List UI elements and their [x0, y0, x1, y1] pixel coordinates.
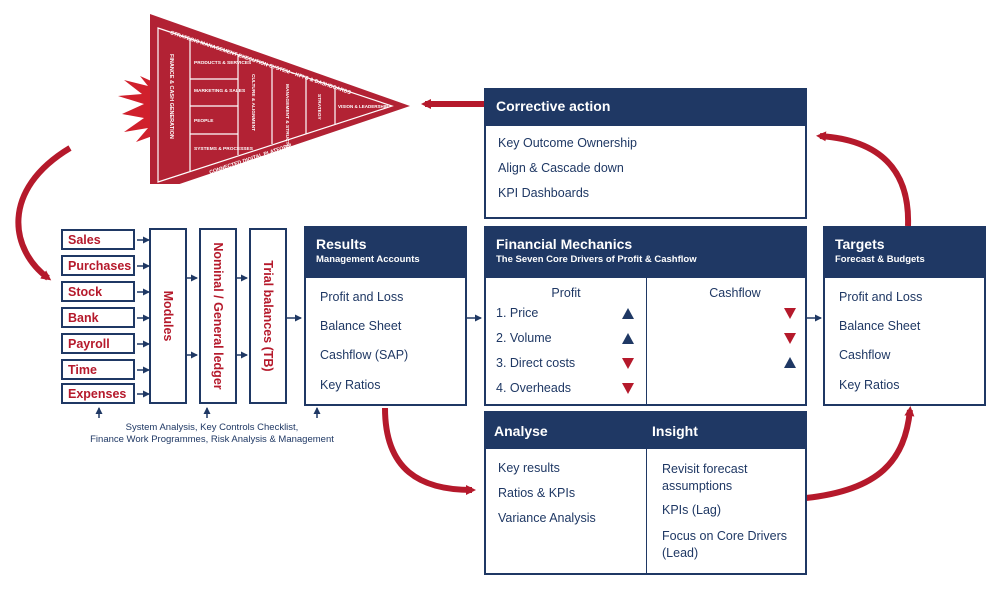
results-item: Profit and Loss [320, 290, 404, 304]
strategy-pennant: STRATEGIC MANAGEMENT EXECUTION SYSTEM – … [118, 14, 410, 184]
analyse-item: Ratios & KPIs [498, 486, 576, 500]
cashflow-header: Cashflow [709, 286, 761, 300]
modules-box: Modules [149, 228, 187, 404]
ledger-box: Nominal / General ledger [199, 228, 237, 404]
modules-label: Modules [161, 290, 175, 342]
overheads-down-icon [622, 383, 634, 394]
driver-item: 4. Overheads [496, 381, 572, 395]
analyse-item: Variance Analysis [498, 511, 596, 525]
targets-title: Targets [835, 236, 885, 252]
targets-subtitle: Forecast & Budgets [835, 254, 925, 265]
trial-balance-box: Trial balances (TB) [249, 228, 287, 404]
cashflow-up-icon [784, 357, 796, 368]
financial-divider [646, 278, 647, 404]
targets-item: Key Ratios [839, 378, 900, 392]
footnote-line-2: Finance Work Programmes, Risk Analysis &… [90, 434, 334, 445]
source-time: Time [61, 359, 135, 380]
financial-title: Financial Mechanics [496, 236, 633, 252]
trial-balance-label: Trial balances (TB) [261, 260, 275, 372]
results-title: Results [316, 236, 367, 252]
pennant-col-culture: CULTURE & ALIGNMENT [250, 74, 256, 131]
processing-footnote: System Analysis, Key Controls Checklist,… [62, 422, 362, 446]
pennant-cell-people: PEOPLE [194, 118, 214, 124]
financial-mechanics-panel: Financial Mechanics The Seven Core Drive… [484, 226, 807, 406]
loop-arrow-targets-to-corrective [816, 131, 912, 227]
cashflow-down-icon [784, 308, 796, 319]
corrective-action-panel: Corrective action Key Outcome Ownership … [484, 88, 807, 219]
analyse-insight-divider [646, 449, 647, 573]
financial-header: Financial Mechanics The Seven Core Drive… [486, 228, 805, 278]
flame-icon [118, 76, 158, 142]
source-sales: Sales [61, 229, 135, 250]
source-expenses: Expenses [61, 383, 135, 404]
targets-item: Profit and Loss [839, 290, 923, 304]
insight-item: Revisit forecast assumptions [662, 462, 748, 493]
pennant-cell-systems: SYSTEMS & PROCESSES [194, 146, 254, 152]
loop-arrow-insight-to-targets [805, 406, 915, 501]
pennant-col-strategy: STRATEGY [316, 94, 322, 121]
insight-item: KPIs (Lag) [662, 503, 722, 517]
financial-subtitle: The Seven Core Drivers of Profit & Cashf… [496, 254, 697, 265]
driver-item: 1. Price [496, 306, 539, 320]
price-up-icon [622, 308, 634, 319]
results-item: Key Ratios [320, 378, 381, 392]
pennant-col-management: MANAGEMENT & STRUCTURE [284, 84, 290, 155]
results-item: Balance Sheet [320, 319, 402, 333]
cashflow-down-icon [784, 333, 796, 344]
results-header: Results Management Accounts [306, 228, 465, 278]
analyse-insight-panel: Analyse Insight Key results Ratios & KPI… [484, 411, 807, 575]
corrective-header: Corrective action [486, 90, 805, 126]
corrective-item: Key Outcome Ownership [498, 136, 637, 150]
targets-panel: Targets Forecast & Budgets Profit and Lo… [823, 226, 986, 406]
source-stock: Stock [61, 281, 135, 302]
results-panel: Results Management Accounts Profit and L… [304, 226, 467, 406]
pennant-side-label: FINANCE & CASH GENERATION [168, 54, 174, 139]
loop-arrow-results-to-analyse [382, 407, 476, 495]
driver-item: 2. Volume [496, 331, 552, 345]
insight-item: Focus on Core Drivers (Lead) [662, 529, 788, 560]
ledger-label: Nominal / General ledger [211, 242, 225, 390]
direct-costs-down-icon [622, 358, 634, 369]
pennant-tip: VISION & LEADERSHIP [338, 104, 388, 109]
corrective-item: KPI Dashboards [498, 186, 590, 200]
analyse-item: Key results [498, 461, 560, 475]
profit-header: Profit [551, 286, 581, 300]
targets-item: Balance Sheet [839, 319, 921, 333]
targets-item: Cashflow [839, 348, 891, 362]
source-purchases: Purchases [61, 255, 135, 276]
analyse-insight-header: Analyse Insight [486, 413, 805, 449]
targets-header: Targets Forecast & Budgets [825, 228, 984, 278]
volume-up-icon [622, 333, 634, 344]
results-subtitle: Management Accounts [316, 254, 420, 265]
pennant-cell-marketing: MARKETING & SALES [194, 88, 246, 94]
source-payroll: Payroll [61, 333, 135, 354]
footnote-line-1: System Analysis, Key Controls Checklist, [125, 422, 299, 433]
driver-item: 3. Direct costs [496, 356, 576, 370]
corrective-title: Corrective action [496, 98, 611, 114]
results-item: Cashflow (SAP) [320, 348, 409, 362]
source-bank: Bank [61, 307, 135, 328]
insight-title: Insight [652, 423, 698, 439]
analyse-title: Analyse [494, 423, 548, 439]
pennant-cell-products: PRODUCTS & SERVICES [194, 60, 252, 66]
corrective-item: Align & Cascade down [498, 161, 624, 175]
loop-arrow-left [15, 145, 72, 281]
